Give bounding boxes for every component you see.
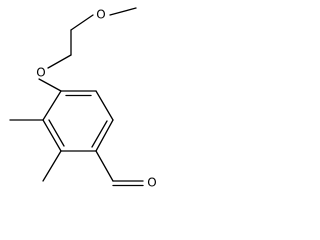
- ring-bond-5: [42, 119, 62, 152]
- structure-diagram: O O O: [9, 7, 157, 190]
- atom-label-o-top: O: [96, 8, 105, 22]
- ring-bond-2: [95, 90, 114, 121]
- ring-bond-3-inner: [91, 120, 108, 148]
- bond-o-ring-carbon: [38, 78, 62, 92]
- ring-bond-3: [95, 119, 114, 152]
- benzene-ring: [42, 90, 114, 152]
- atom-label-o-ring: O: [36, 66, 45, 80]
- bond-methyl-o: [109, 7, 137, 16]
- methyl-substituents: [9, 119, 62, 182]
- atom-label-o-aldehyde: O: [147, 176, 156, 190]
- methoxyethoxy-chain: [38, 7, 137, 92]
- bond-ch2-o-ring: [47, 54, 72, 69]
- bond-ring-cho: [95, 150, 114, 182]
- ring-bond-6: [42, 90, 62, 121]
- bond-o-ch2: [70, 14, 94, 31]
- ring-bond-5-inner: [48, 119, 65, 147]
- aldehyde-group: [95, 150, 144, 187]
- bond-methyl-lower: [42, 150, 62, 182]
